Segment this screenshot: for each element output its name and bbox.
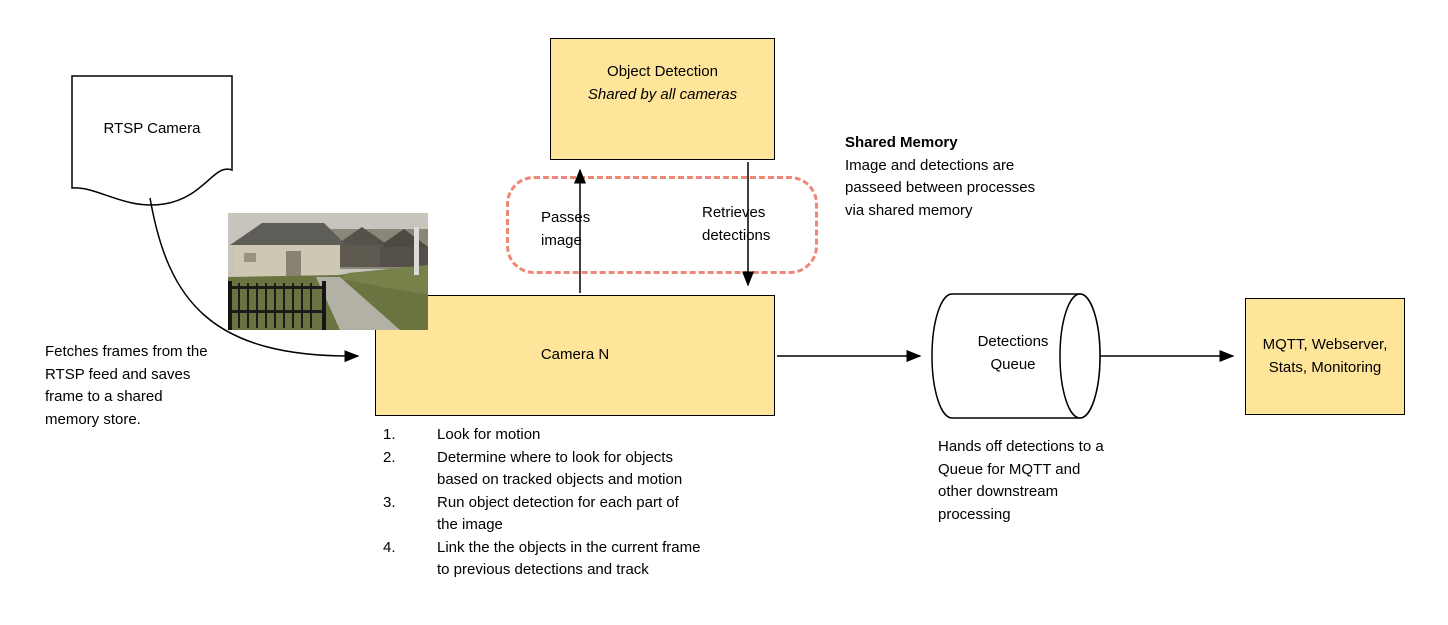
passes-image-label: Passes image (541, 209, 591, 249)
step-row: 4. Link the the objects in the current f… (383, 537, 713, 582)
camera-n-label: Camera N (540, 346, 610, 364)
detections-queue-label: Detections Queue (977, 333, 1049, 373)
snapshot-shed-window (244, 253, 256, 262)
step-text: Run object detection for each part of th… (437, 493, 679, 534)
step-number: 3. (383, 493, 396, 511)
snapshot-shed-door (286, 251, 301, 277)
step-number: 1. (383, 426, 396, 443)
object-detection-box: Object Detection Shared by all cameras (550, 38, 775, 160)
snapshot-far-house-2 (380, 247, 428, 267)
rtsp-camera-label: RTSP Camera (103, 120, 201, 137)
camera-n-box: Camera N (375, 295, 775, 416)
step-text: Determine where to look for objects base… (437, 448, 683, 489)
object-detection-title: Object Detection (607, 63, 718, 80)
step-row: 1. Look for motion (383, 424, 713, 447)
fetch-frames-note: Fetches frames from the RTSP feed and sa… (45, 343, 208, 428)
camera-snapshot-art (228, 213, 428, 330)
object-detection-subtitle: Shared by all cameras (587, 85, 738, 103)
snapshot-grass-light (340, 265, 428, 295)
camera-steps-list: 1. Look for motion 2. Determine where to… (383, 424, 713, 582)
camera-snapshot-image (228, 213, 428, 330)
queue-handoff-note: Hands off detections to a Queue for MQTT… (938, 438, 1104, 523)
step-number: 2. (383, 448, 396, 466)
snapshot-far-house (338, 245, 384, 267)
shared-memory-title: Shared Memory (845, 134, 958, 151)
step-row: 2. Determine where to look for objects b… (383, 447, 713, 492)
snapshot-post (414, 227, 419, 275)
retrieves-detections-label: Retrieves detections (702, 204, 771, 244)
step-text: Link the the objects in the current fram… (437, 538, 701, 579)
shared-memory-dashed-region (506, 176, 818, 274)
step-row: 3. Run object detection for each part of… (383, 492, 713, 537)
step-text: Look for motion (437, 426, 541, 443)
shared-memory-body: Image and detections are passeed between… (845, 156, 1036, 219)
mqtt-output-box: MQTT, Webserver, Stats, Monitoring (1245, 298, 1405, 415)
mqtt-output-label: MQTT, Webserver, Stats, Monitoring (1262, 336, 1388, 376)
step-number: 4. (383, 538, 396, 556)
shared-memory-note: Shared Memory Image and detections are p… (845, 132, 1037, 222)
